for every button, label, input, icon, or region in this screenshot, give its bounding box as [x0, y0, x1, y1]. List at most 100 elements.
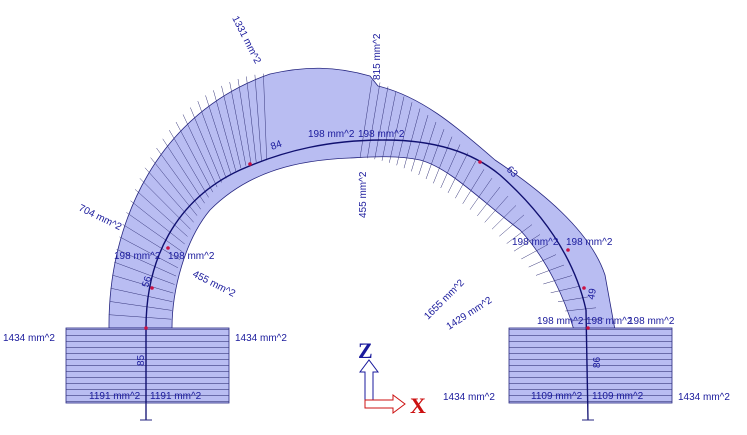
segment-line: [381, 91, 397, 161]
segment-line: [543, 275, 573, 285]
segment-line: [190, 107, 222, 183]
segment-line: [550, 285, 581, 294]
segment-line: [126, 212, 183, 252]
segment-line: [367, 82, 381, 159]
segment-line: [477, 186, 501, 217]
area-label: 1109 mm^2: [531, 391, 583, 402]
member-centerline: [145, 139, 589, 421]
right-footing: [508, 327, 673, 404]
segment-line: [535, 264, 565, 276]
segment-line: [162, 138, 205, 204]
segment-line: [396, 102, 413, 166]
segment-line: [108, 314, 172, 320]
segment-line: [168, 129, 209, 198]
segment-line: [455, 160, 477, 199]
node: [150, 286, 154, 290]
segment-line: [403, 108, 421, 169]
segment-line: [254, 74, 262, 161]
segment-line: [134, 189, 188, 237]
segment-line: [484, 195, 509, 223]
segment-line: [122, 224, 181, 260]
area-label: 1191 mm^2: [89, 391, 141, 402]
member-label: 85: [136, 354, 147, 366]
area-label: 1429 mm^2: [445, 295, 495, 333]
segment-line: [513, 234, 541, 252]
segment-line: [433, 136, 453, 184]
area-label: 198 mm^2: [308, 129, 355, 140]
node: [566, 248, 570, 252]
area-label: 1434 mm^2: [678, 392, 730, 403]
area-label: 704 mm^2: [77, 203, 124, 233]
left-support: [140, 403, 152, 421]
segment-line: [359, 79, 373, 159]
area-label: 198 mm^2: [628, 316, 675, 327]
segment-line: [156, 147, 201, 210]
area-label: 198 mm^2: [566, 237, 613, 248]
area-label: 455 mm^2: [358, 171, 369, 218]
segment-line: [411, 115, 429, 172]
member-label: 86: [592, 356, 603, 368]
member-label: 84: [269, 139, 284, 153]
node: [166, 246, 170, 250]
node: [586, 326, 590, 330]
node: [478, 160, 482, 164]
arch-segment-lines: [108, 73, 612, 331]
area-label: 1191 mm^2: [150, 391, 202, 402]
arch-section: [108, 67, 616, 331]
area-label: 1331 mm^2: [229, 14, 263, 66]
segment-line: [462, 169, 485, 204]
area-label: 1434 mm^2: [235, 333, 287, 344]
segment-line: [246, 76, 257, 163]
segment-line: [112, 274, 174, 294]
member-label: 56: [140, 275, 154, 289]
area-label: 455 mm^2: [191, 269, 238, 300]
area-label: 198 mm^2: [114, 251, 161, 262]
left-footing: [65, 327, 230, 404]
segment-line: [263, 73, 267, 161]
segment-line: [447, 152, 469, 194]
area-label: 815 mm^2: [372, 33, 383, 80]
x-axis-label: X: [410, 393, 426, 418]
segment-line: [119, 236, 179, 269]
segment-line: [116, 249, 177, 277]
segment-line: [491, 205, 517, 230]
area-label: 198 mm^2: [537, 316, 584, 327]
segment-line: [506, 224, 533, 244]
segment-line: [499, 214, 525, 237]
segment-line: [130, 200, 185, 245]
segment-line: [440, 144, 461, 189]
area-label: 198 mm^2: [168, 251, 215, 262]
segment-line: [109, 301, 172, 311]
segment-line: [182, 114, 218, 188]
segment-line: [197, 101, 227, 179]
segment-line: [144, 167, 194, 223]
segment-line: [469, 177, 493, 210]
z-axis-arrow-icon: [359, 359, 379, 401]
segment-line: [374, 86, 389, 160]
segment-line: [229, 82, 247, 166]
area-label: 198 mm^2: [512, 237, 559, 248]
node: [248, 162, 252, 166]
segment-line: [565, 307, 597, 312]
segment-line: [205, 95, 232, 175]
right-support: [582, 403, 594, 421]
node-markers: [144, 160, 590, 330]
area-label: 1434 mm^2: [443, 392, 495, 403]
area-label: 1109 mm^2: [592, 391, 644, 402]
area-label: 198 mm^2: [358, 129, 405, 140]
member-label: 49: [586, 287, 599, 300]
segment-line: [389, 96, 405, 163]
segment-line: [528, 254, 557, 268]
segment-line: [110, 287, 173, 302]
segment-line: [221, 85, 242, 169]
z-axis-label: Z: [358, 338, 373, 363]
node: [582, 286, 586, 290]
segment-line: [521, 244, 549, 260]
area-label: 1434 mm^2: [3, 333, 55, 344]
segment-line: [425, 129, 445, 180]
area-label: 198 mm^2: [586, 316, 633, 327]
segment-line: [237, 78, 252, 164]
node: [144, 326, 148, 330]
segment-line: [213, 90, 237, 172]
